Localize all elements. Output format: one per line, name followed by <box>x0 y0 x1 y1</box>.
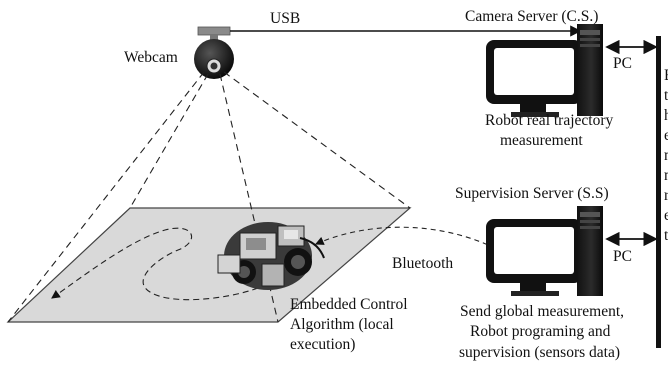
robot-trajectory-path <box>51 227 259 301</box>
svg-text:e: e <box>664 207 668 224</box>
camera-caption-line1: Robot real trajectory <box>485 112 614 129</box>
cut-off-text-column: E t h e n n r e t <box>664 67 668 244</box>
supervision-server-title: Supervision Server (S.S) <box>455 185 609 202</box>
svg-text:e: e <box>664 127 668 144</box>
camera-server-pc-label: PC <box>613 55 632 72</box>
svg-text:n: n <box>664 167 668 184</box>
webcam-label: Webcam <box>124 49 178 66</box>
camera-server-computer-icon <box>486 24 603 117</box>
supervision-caption-line2: Robot programing and <box>470 323 611 340</box>
bluetooth-connection <box>314 226 531 271</box>
camera-caption-line2: measurement <box>500 132 583 149</box>
supervision-server-computer-icon <box>486 206 603 296</box>
camera-server-title: Camera Server (C.S.) <box>465 8 598 25</box>
supervision-server-pc-label: PC <box>613 248 632 265</box>
svg-text:E: E <box>664 67 668 84</box>
svg-text:t: t <box>664 87 668 104</box>
svg-text:t: t <box>664 227 668 244</box>
webcam-icon <box>194 26 234 79</box>
svg-text:h: h <box>664 107 668 124</box>
svg-text:r: r <box>664 187 668 204</box>
network-bus-bar <box>656 36 661 348</box>
embedded-label-line2: Algorithm (local <box>290 316 394 333</box>
embedded-label-line3: execution) <box>290 336 355 353</box>
usb-label: USB <box>270 10 300 27</box>
embedded-label-line1: Embedded Control <box>290 296 408 313</box>
camera-field-of-view <box>7 71 411 323</box>
supervision-caption-line3: supervision (sensors data) <box>459 344 620 361</box>
supervision-caption-line1: Send global measurement, <box>460 303 624 320</box>
bluetooth-label: Bluetooth <box>392 255 453 272</box>
robot-icon <box>217 222 325 290</box>
svg-text:n: n <box>664 147 668 164</box>
